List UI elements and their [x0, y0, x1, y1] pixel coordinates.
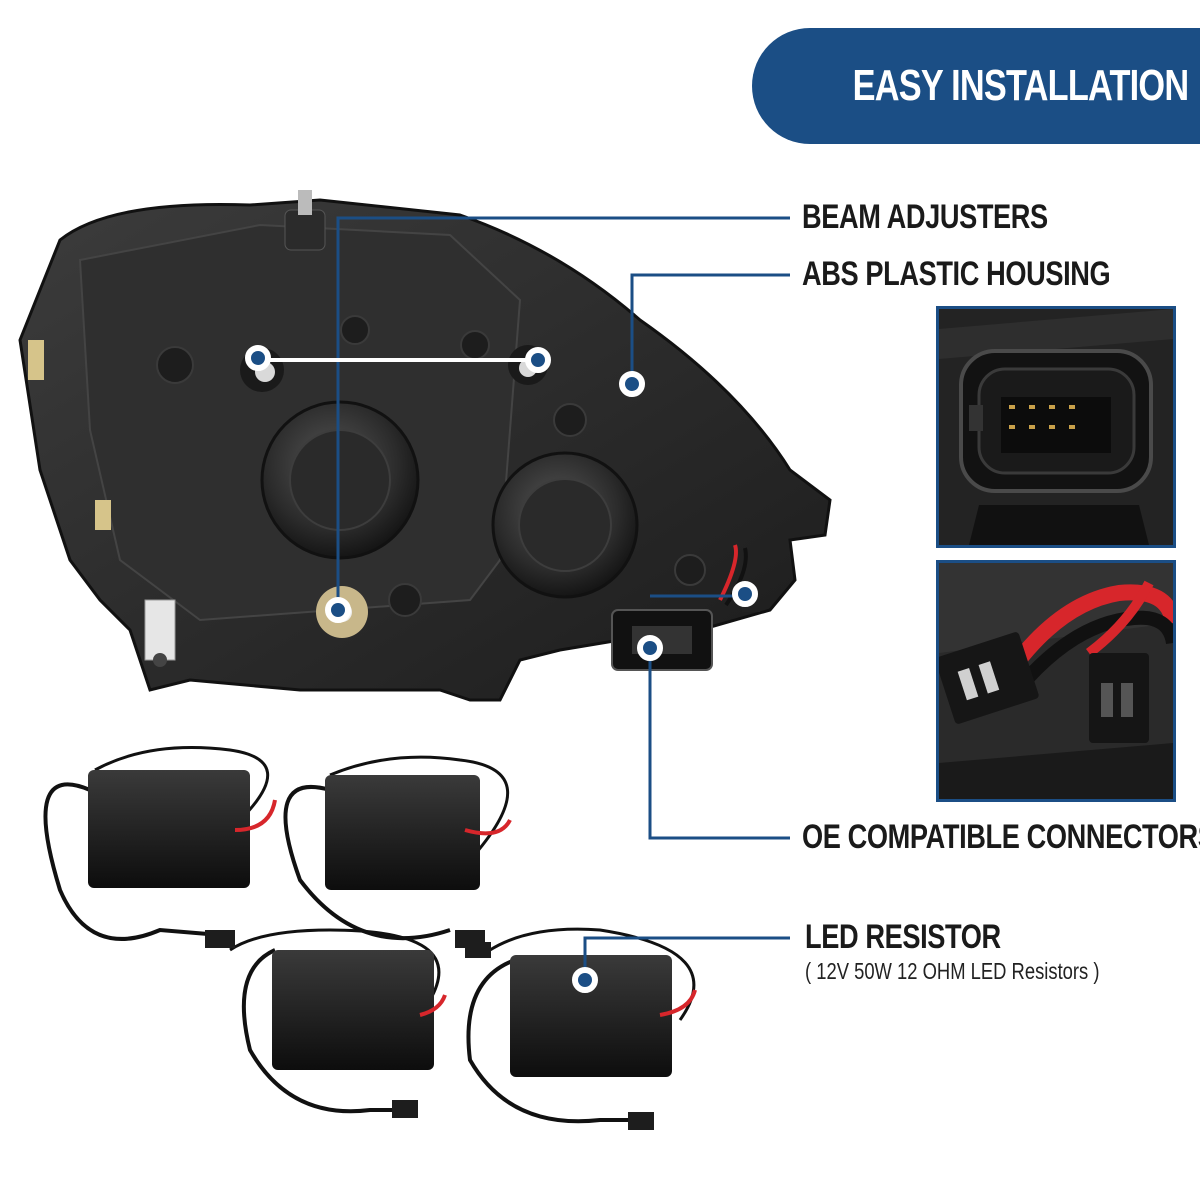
banner-title: EASY INSTALLATION [852, 61, 1188, 110]
callout-leader-lines [265, 216, 790, 980]
rubber-plugs [156, 315, 706, 617]
headlight-housing [18, 190, 832, 702]
resistor-plug-closeup [936, 560, 1176, 802]
led-resistor-4 [466, 927, 697, 1130]
callout-led-resistor: LED RESISTOR [805, 918, 1001, 956]
led-resistor-1 [43, 746, 277, 941]
led-resistor-2 [283, 755, 512, 948]
connector-socket-closeup [936, 306, 1176, 548]
callout-markers [245, 345, 758, 993]
led-resistor-3 [229, 928, 447, 1118]
callout-abs-plastic-housing: ABS PLASTIC HOUSING [802, 255, 1111, 293]
callout-led-resistor-note: ( 12V 50W 12 OHM LED Resistors ) [805, 958, 1100, 984]
pigtail-plugs [205, 930, 491, 958]
callout-oe-compatible-connectors: OE COMPATIBLE CONNECTORS [802, 818, 1200, 856]
easy-installation-banner: EASY INSTALLATION [752, 28, 1200, 144]
housing-clips [28, 340, 176, 667]
callout-beam-adjusters: BEAM ADJUSTERS [802, 198, 1048, 236]
